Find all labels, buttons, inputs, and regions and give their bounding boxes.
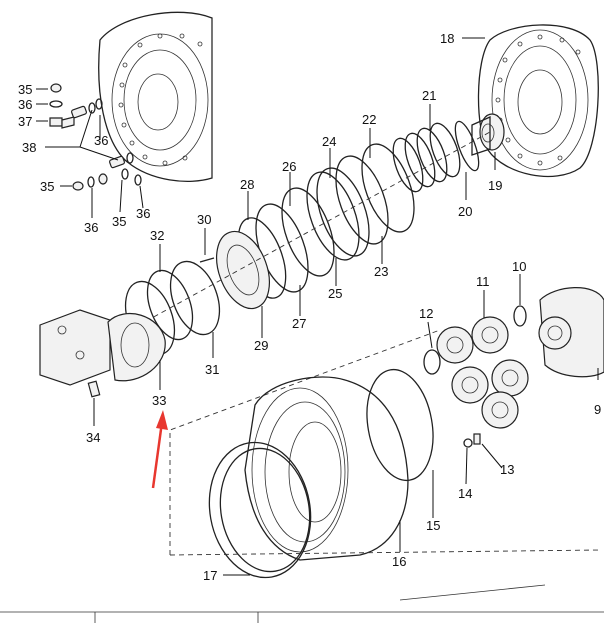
washer-14	[463, 438, 473, 448]
red-highlight-arrow	[151, 410, 168, 489]
callout-31: 31	[205, 362, 219, 377]
callout-34: 34	[86, 430, 100, 445]
right-housing-18	[477, 24, 599, 178]
sun-gear-19	[471, 113, 505, 156]
callout-20: 20	[458, 204, 472, 219]
callout-15: 15	[426, 518, 440, 533]
callout-25: 25	[328, 286, 342, 301]
ring-stack	[124, 120, 480, 356]
callout-22: 22	[362, 112, 376, 127]
callout-11: 11	[476, 274, 490, 289]
callout-38: 38	[22, 140, 36, 155]
callout-36: 36	[84, 220, 98, 235]
carrier-9	[538, 287, 604, 378]
callout-35: 35	[18, 82, 32, 97]
callout-24: 24	[322, 134, 336, 149]
callout-26: 26	[282, 159, 296, 174]
callout-36: 36	[136, 206, 150, 221]
lower-housing-16	[169, 329, 601, 601]
callout-23: 23	[374, 264, 388, 279]
callout-30: 30	[197, 212, 211, 227]
callout-10: 10	[512, 259, 526, 274]
planet-gears-11	[423, 305, 529, 429]
callout-18: 18	[440, 31, 454, 46]
callout-36: 36	[94, 133, 108, 148]
callout-13: 13	[500, 462, 514, 477]
parts-table-fragment	[0, 611, 604, 623]
center-axis-line	[129, 131, 491, 331]
callout-37: 37	[18, 114, 32, 129]
callout-35: 35	[40, 179, 54, 194]
hydraulic-motor-34	[39, 309, 166, 398]
callout-14: 14	[458, 486, 472, 501]
callout-29: 29	[254, 338, 268, 353]
callout-21: 21	[422, 88, 436, 103]
callout-28: 28	[240, 177, 254, 192]
bolt-13	[473, 433, 481, 445]
callout-36: 36	[18, 97, 32, 112]
callout-12: 12	[419, 306, 433, 321]
upper-left-housing-view	[98, 11, 213, 183]
callout-35: 35	[112, 214, 126, 229]
callout-27: 27	[292, 316, 306, 331]
leader-lines	[36, 37, 599, 576]
callout-17: 17	[203, 568, 217, 583]
callout-9: 9	[594, 402, 601, 417]
fittings-group	[49, 83, 142, 191]
callout-labels: 35 36 37 38 36 35 36 35 36 18 21 22 24 2…	[18, 31, 601, 583]
callout-16: 16	[392, 554, 406, 569]
callout-19: 19	[488, 178, 502, 193]
callout-33: 33	[152, 393, 166, 408]
callout-32: 32	[150, 228, 164, 243]
